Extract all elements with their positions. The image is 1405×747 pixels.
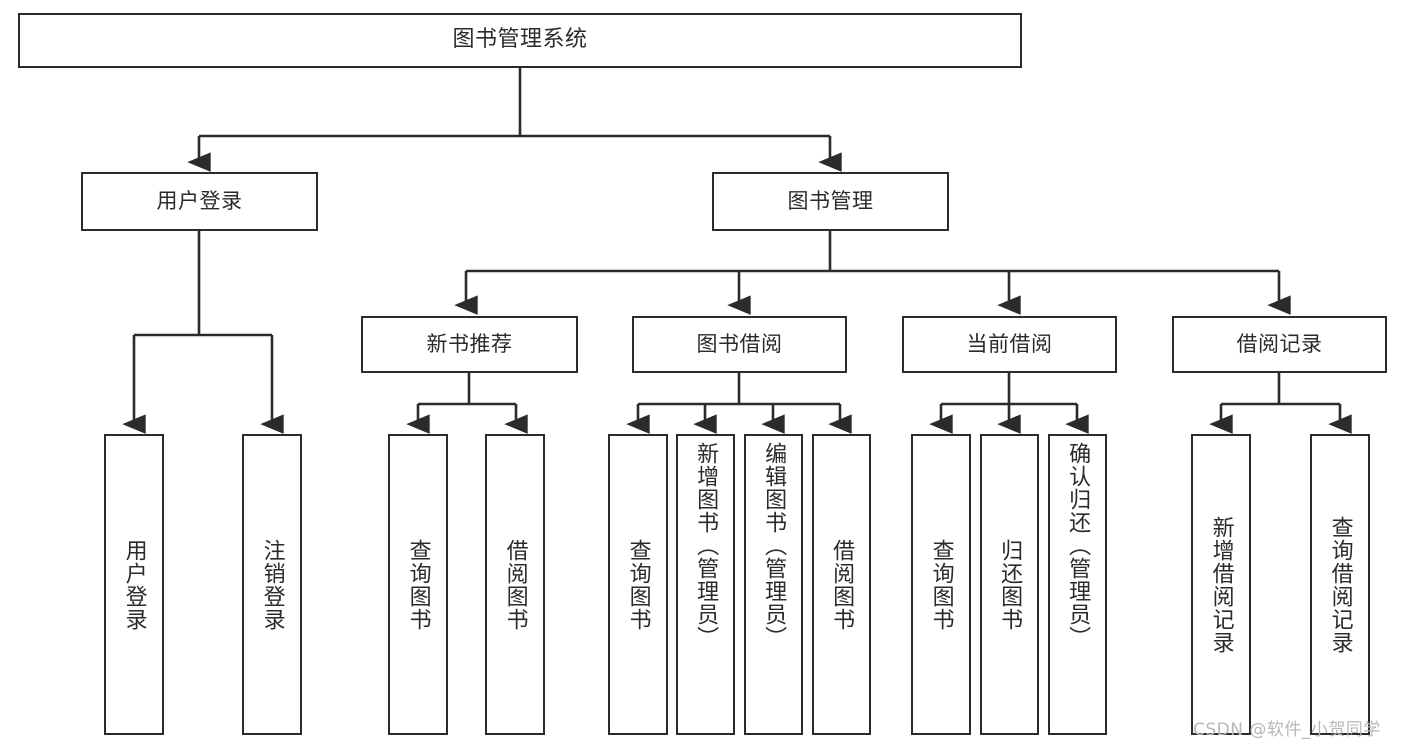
leaf-new-book-query-book[interactable]: 查询图书: [388, 434, 448, 735]
node-label: 注销登录: [259, 538, 285, 631]
leaf-borrow-record-query-record[interactable]: 查询借阅记录: [1310, 434, 1370, 735]
node-label: 查询图书: [405, 538, 431, 631]
node-label: 图书管理系统: [452, 27, 588, 53]
node-label: 新书推荐: [426, 331, 513, 356]
leaf-new-book-borrow-book[interactable]: 借阅图书: [485, 434, 545, 735]
leaf-book-borrow-borrow-book[interactable]: 借阅图书: [812, 434, 871, 735]
node-label: 借阅图书: [502, 538, 528, 631]
csdn-watermark: CSDN @软件_小贺同学: [1193, 720, 1381, 740]
node-label: 确认归还（管理员）: [1065, 442, 1091, 649]
node-current-borrow[interactable]: 当前借阅: [902, 316, 1117, 373]
node-label: 借阅图书: [829, 538, 855, 631]
node-label: 新增图书（管理员）: [693, 442, 719, 649]
node-label: 编辑图书（管理员）: [761, 442, 787, 649]
node-new-book-recommend[interactable]: 新书推荐: [361, 316, 578, 373]
node-label: 查询图书: [928, 538, 954, 631]
node-label: 查询借阅记录: [1327, 515, 1353, 654]
leaf-current-borrow-confirm-return-admin[interactable]: 确认归还（管理员）: [1048, 434, 1107, 735]
leaf-user-login-logout[interactable]: 注销登录: [242, 434, 302, 735]
node-label: 用户登录: [156, 188, 243, 213]
leaf-current-borrow-return-book[interactable]: 归还图书: [980, 434, 1039, 735]
node-label: 借阅记录: [1236, 331, 1323, 356]
node-root-book-management-system[interactable]: 图书管理系统: [18, 13, 1022, 68]
node-book-borrow[interactable]: 图书借阅: [632, 316, 847, 373]
leaf-book-borrow-edit-book-admin[interactable]: 编辑图书（管理员）: [744, 434, 803, 735]
node-label: 归还图书: [997, 538, 1023, 631]
node-book-management[interactable]: 图书管理: [712, 172, 949, 231]
node-user-login[interactable]: 用户登录: [81, 172, 318, 231]
leaf-book-borrow-add-book-admin[interactable]: 新增图书（管理员）: [676, 434, 735, 735]
node-label: 图书管理: [787, 188, 874, 213]
node-label: 查询图书: [625, 538, 651, 631]
node-label: 用户登录: [121, 538, 147, 631]
leaf-borrow-record-add-record[interactable]: 新增借阅记录: [1191, 434, 1251, 735]
node-label: 图书借阅: [696, 331, 783, 356]
leaf-current-borrow-query-book[interactable]: 查询图书: [911, 434, 971, 735]
node-label: 当前借阅: [966, 331, 1053, 356]
node-label: 新增借阅记录: [1208, 515, 1234, 654]
node-borrow-record[interactable]: 借阅记录: [1172, 316, 1387, 373]
leaf-user-login-login[interactable]: 用户登录: [104, 434, 164, 735]
leaf-book-borrow-query-book[interactable]: 查询图书: [608, 434, 668, 735]
